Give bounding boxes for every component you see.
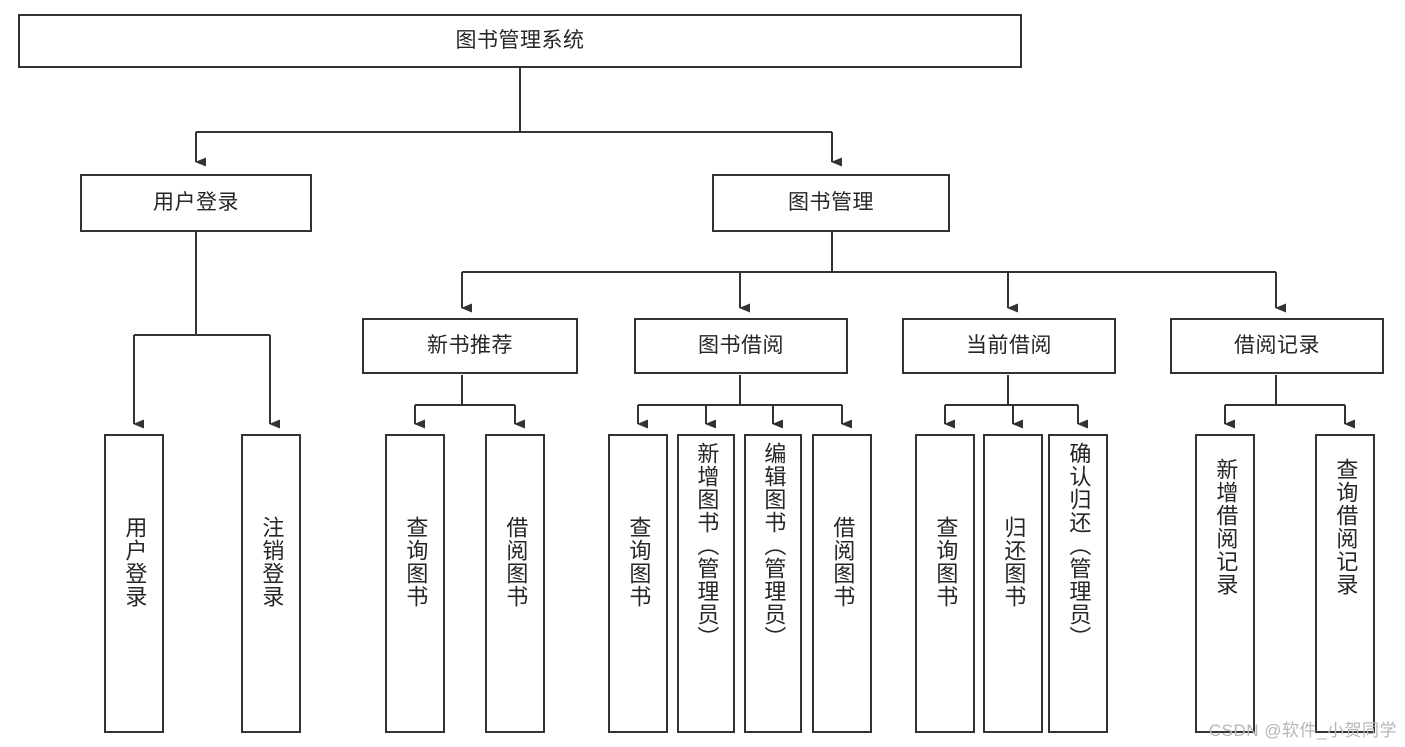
node-leaf-add-book[interactable]: 新增图书（管理员） xyxy=(677,434,735,733)
node-book-management-label: 图书管理 xyxy=(788,190,874,214)
node-leaf-logout-login-label: 注销登录 xyxy=(259,516,285,608)
node-root-label: 图书管理系统 xyxy=(455,28,585,52)
node-root[interactable]: 图书管理系统 xyxy=(18,14,1022,68)
node-borrow-record[interactable]: 借阅记录 xyxy=(1170,318,1384,374)
node-leaf-query-borrow-record[interactable]: 查询借阅记录 xyxy=(1315,434,1375,733)
node-leaf-query-borrow-record-label: 查询借阅记录 xyxy=(1333,458,1359,596)
node-leaf-user-login-label: 用户登录 xyxy=(122,516,148,608)
node-book-management[interactable]: 图书管理 xyxy=(712,174,950,232)
node-leaf-add-borrow-record-label: 新增借阅记录 xyxy=(1213,458,1239,596)
node-leaf-query-book-1-label: 查询图书 xyxy=(403,516,429,608)
node-new-book-recommend[interactable]: 新书推荐 xyxy=(362,318,578,374)
node-leaf-borrow-book-2[interactable]: 借阅图书 xyxy=(812,434,872,733)
node-leaf-user-login[interactable]: 用户登录 xyxy=(104,434,164,733)
node-leaf-query-book-3[interactable]: 查询图书 xyxy=(915,434,975,733)
node-leaf-confirm-return-label: 确认归还（管理员） xyxy=(1066,442,1092,649)
node-leaf-query-book-1[interactable]: 查询图书 xyxy=(385,434,445,733)
node-borrow-record-label: 借阅记录 xyxy=(1234,333,1320,357)
node-leaf-query-book-2[interactable]: 查询图书 xyxy=(608,434,668,733)
node-leaf-borrow-book-1-label: 借阅图书 xyxy=(503,516,529,608)
node-leaf-add-book-label: 新增图书（管理员） xyxy=(694,442,720,649)
node-leaf-query-book-3-label: 查询图书 xyxy=(933,516,959,608)
node-leaf-edit-book-label: 编辑图书（管理员） xyxy=(761,442,787,649)
node-book-borrow-label: 图书借阅 xyxy=(698,333,784,357)
node-user-login[interactable]: 用户登录 xyxy=(80,174,312,232)
node-leaf-return-book-label: 归还图书 xyxy=(1001,516,1027,608)
node-leaf-borrow-book-2-label: 借阅图书 xyxy=(830,516,856,608)
node-leaf-query-book-2-label: 查询图书 xyxy=(626,516,652,608)
node-current-borrow-label: 当前借阅 xyxy=(966,333,1052,357)
node-leaf-borrow-book-1[interactable]: 借阅图书 xyxy=(485,434,545,733)
node-book-borrow[interactable]: 图书借阅 xyxy=(634,318,848,374)
node-leaf-edit-book[interactable]: 编辑图书（管理员） xyxy=(744,434,802,733)
node-leaf-logout-login[interactable]: 注销登录 xyxy=(241,434,301,733)
node-user-login-label: 用户登录 xyxy=(153,190,239,214)
node-leaf-confirm-return[interactable]: 确认归还（管理员） xyxy=(1048,434,1108,733)
node-leaf-return-book[interactable]: 归还图书 xyxy=(983,434,1043,733)
node-leaf-add-borrow-record[interactable]: 新增借阅记录 xyxy=(1195,434,1255,733)
node-current-borrow[interactable]: 当前借阅 xyxy=(902,318,1116,374)
node-new-book-recommend-label: 新书推荐 xyxy=(427,333,513,357)
